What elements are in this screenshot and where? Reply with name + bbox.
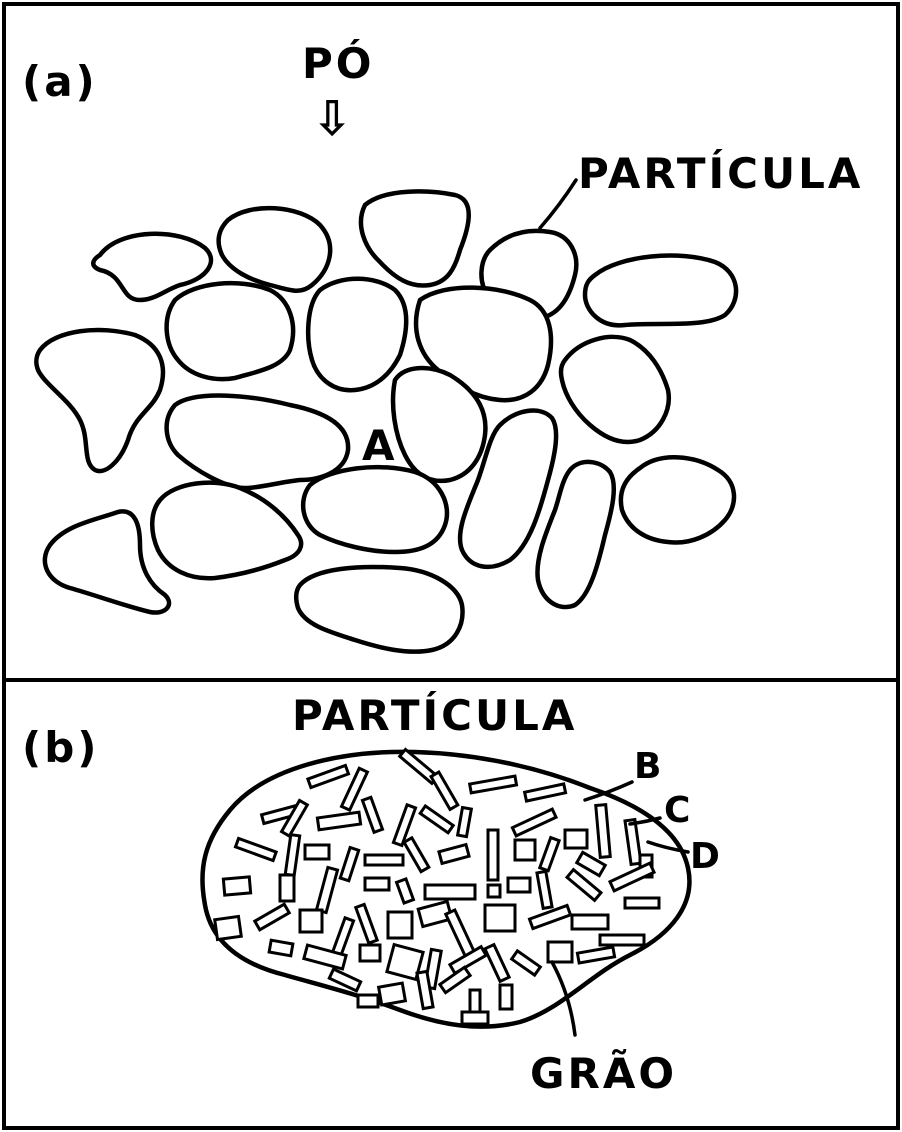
grain	[500, 985, 512, 1009]
particle	[585, 256, 736, 326]
point-c-label: C	[664, 790, 692, 831]
pore-label: A	[362, 421, 398, 470]
grain	[488, 885, 500, 897]
grain	[223, 877, 250, 895]
grain-label: GRÃO	[530, 1048, 677, 1098]
grain	[280, 875, 294, 901]
grain	[388, 912, 412, 938]
particle	[308, 279, 406, 390]
grain	[485, 905, 515, 931]
panel-a: (a) PÓ ⇩ PARTÍCULA A	[22, 38, 863, 652]
particle-label-a: PARTÍCULA	[578, 148, 863, 198]
grain	[305, 845, 329, 859]
grain	[215, 916, 242, 939]
point-d-label: D	[690, 836, 722, 877]
particle-label-b: PARTÍCULA	[292, 690, 577, 740]
particle	[561, 337, 669, 442]
grain	[508, 878, 530, 892]
particle	[621, 457, 734, 542]
particle	[167, 396, 348, 488]
grain	[488, 830, 498, 880]
grain	[300, 910, 322, 932]
particle	[303, 467, 447, 552]
down-arrow-icon: ⇩	[312, 91, 352, 147]
panel-a-label: (a)	[22, 57, 98, 106]
particle	[219, 208, 331, 291]
grain	[572, 915, 608, 929]
grain	[462, 1012, 488, 1024]
grain	[365, 855, 403, 865]
particle	[361, 191, 469, 285]
grain	[565, 830, 587, 848]
grain	[269, 940, 293, 956]
panel-b-label: (b)	[22, 723, 99, 772]
grain	[470, 990, 480, 1012]
grain	[365, 878, 389, 890]
grain	[360, 945, 380, 961]
grain	[358, 995, 378, 1007]
grain	[515, 840, 535, 860]
grain	[379, 983, 406, 1005]
grain	[600, 935, 644, 945]
point-b-label: B	[634, 746, 663, 787]
grain	[548, 942, 572, 962]
particle	[152, 483, 301, 579]
particle	[296, 567, 462, 652]
powder-label: PÓ	[302, 38, 375, 88]
particle	[36, 330, 163, 471]
panel-b: (b) PARTÍCULA	[22, 690, 722, 1098]
particle	[167, 283, 293, 379]
grain	[625, 898, 659, 908]
grain	[425, 885, 475, 899]
particle-leader-a	[540, 180, 576, 228]
